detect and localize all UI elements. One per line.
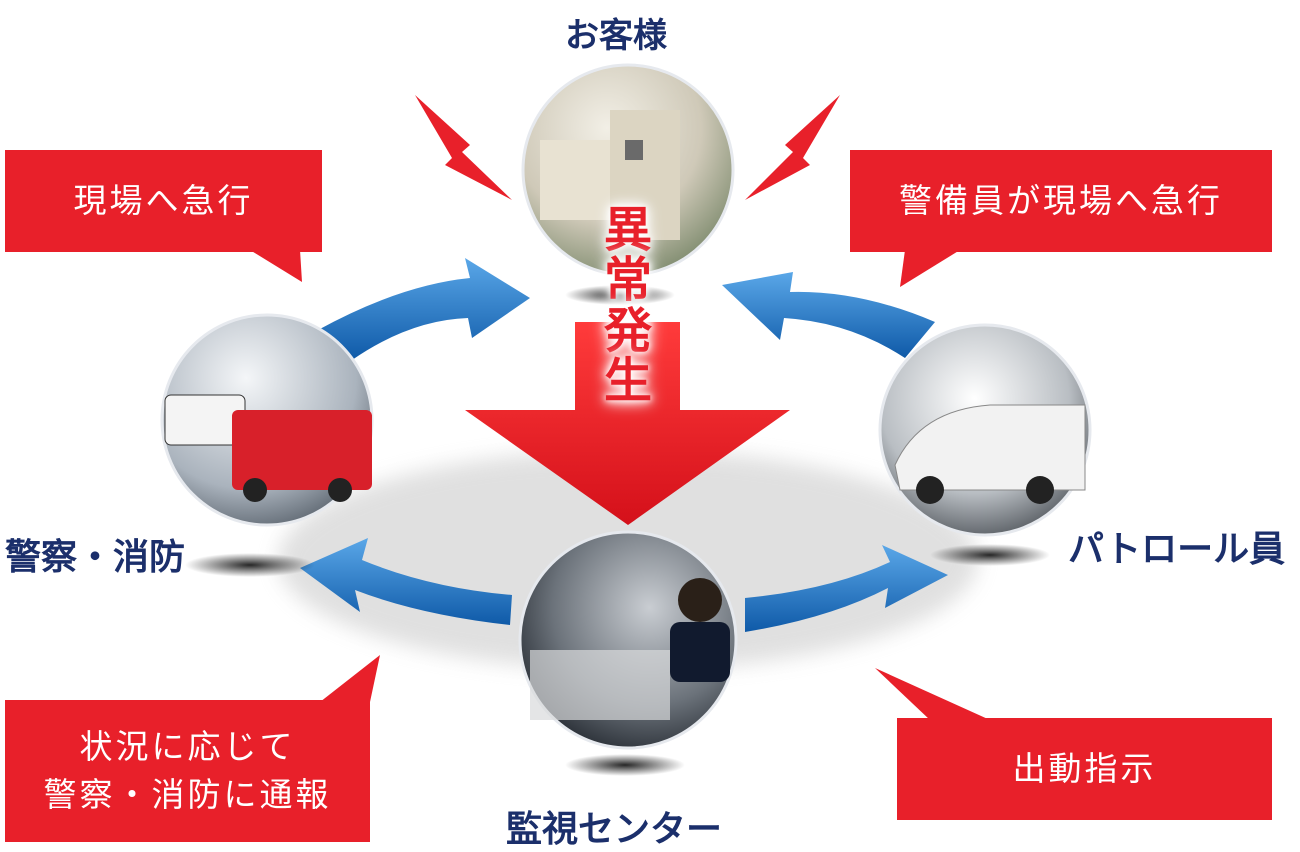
- police-fire-photo: [160, 313, 374, 527]
- arrow-patrol-to-customer: [722, 272, 935, 358]
- arrow-center-to-patrol: [745, 545, 948, 632]
- alert-char: 常: [603, 252, 652, 309]
- alert-char: 生: [603, 353, 652, 410]
- callout-text-line2: 警察・消防に通報: [43, 775, 332, 814]
- arrow-left-to-customer: [318, 258, 530, 360]
- callout-dispatch: 出動指示: [897, 718, 1272, 820]
- patrol-car-photo: [878, 323, 1092, 537]
- alert-text: 異 常 発 生: [598, 205, 658, 407]
- callout-text: 警備員が現場へ急行: [899, 181, 1223, 221]
- callout-text: 出動指示: [1012, 749, 1157, 789]
- arrow-center-to-police: [300, 538, 512, 625]
- monitoring-center-photo: [518, 530, 738, 750]
- callout-rush-to-site: 現場へ急行: [5, 150, 322, 252]
- alert-down-arrow: [465, 322, 790, 525]
- lightning-left-icon: [415, 95, 512, 200]
- police-fire-label: 警察・消防: [5, 537, 186, 578]
- callout-text-line1: 状況に応じて: [79, 727, 296, 767]
- lightning-right-icon: [745, 95, 840, 200]
- patrol-label: パトロール員: [1068, 529, 1286, 570]
- customer-label: お客様: [565, 16, 667, 56]
- customer-house-photo: [521, 63, 735, 277]
- monitoring-center-label: 監視センター: [506, 809, 723, 850]
- callout-report: 状況に応じて 警察・消防に通報: [5, 700, 370, 842]
- callout-text: 現場へ急行: [73, 181, 254, 221]
- alert-char: 発: [603, 302, 652, 359]
- callout-guard-rush: 警備員が現場へ急行: [850, 150, 1272, 252]
- alert-char: 異: [603, 202, 652, 258]
